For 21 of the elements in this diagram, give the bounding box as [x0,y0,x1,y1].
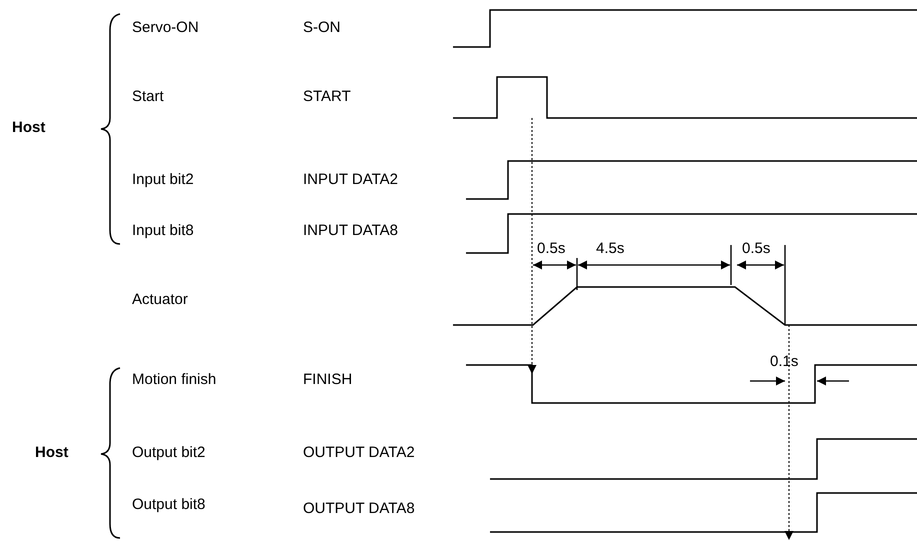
signal-name: Output bit8 [132,496,206,514]
signal-label: INPUT DATA8 [303,222,398,240]
signal-name: Output bit2 [132,444,206,462]
signal-label: S-ON [303,19,340,37]
signal-name: Start [132,88,164,106]
signal-name: Actuator [132,291,188,309]
signal-label: INPUT DATA2 [303,171,398,189]
signal-label: START [303,88,351,106]
signal-name: Motion finish [132,371,216,389]
duration-label: 4.5s [596,240,624,258]
signal-name: Servo-ON [132,19,199,37]
duration-label: 0.5s [742,240,770,258]
duration-label: 0.5s [537,240,566,258]
duration-label: 0.1s [770,353,798,371]
signal-name: Input bit2 [132,171,194,189]
signal-label: FINISH [303,371,352,389]
group-label: Host [12,119,46,137]
group-label: Host [35,444,68,462]
signal-label: OUTPUT DATA8 [303,500,415,518]
signal-label: OUTPUT DATA2 [303,444,415,462]
signal-name: Input bit8 [132,222,194,240]
